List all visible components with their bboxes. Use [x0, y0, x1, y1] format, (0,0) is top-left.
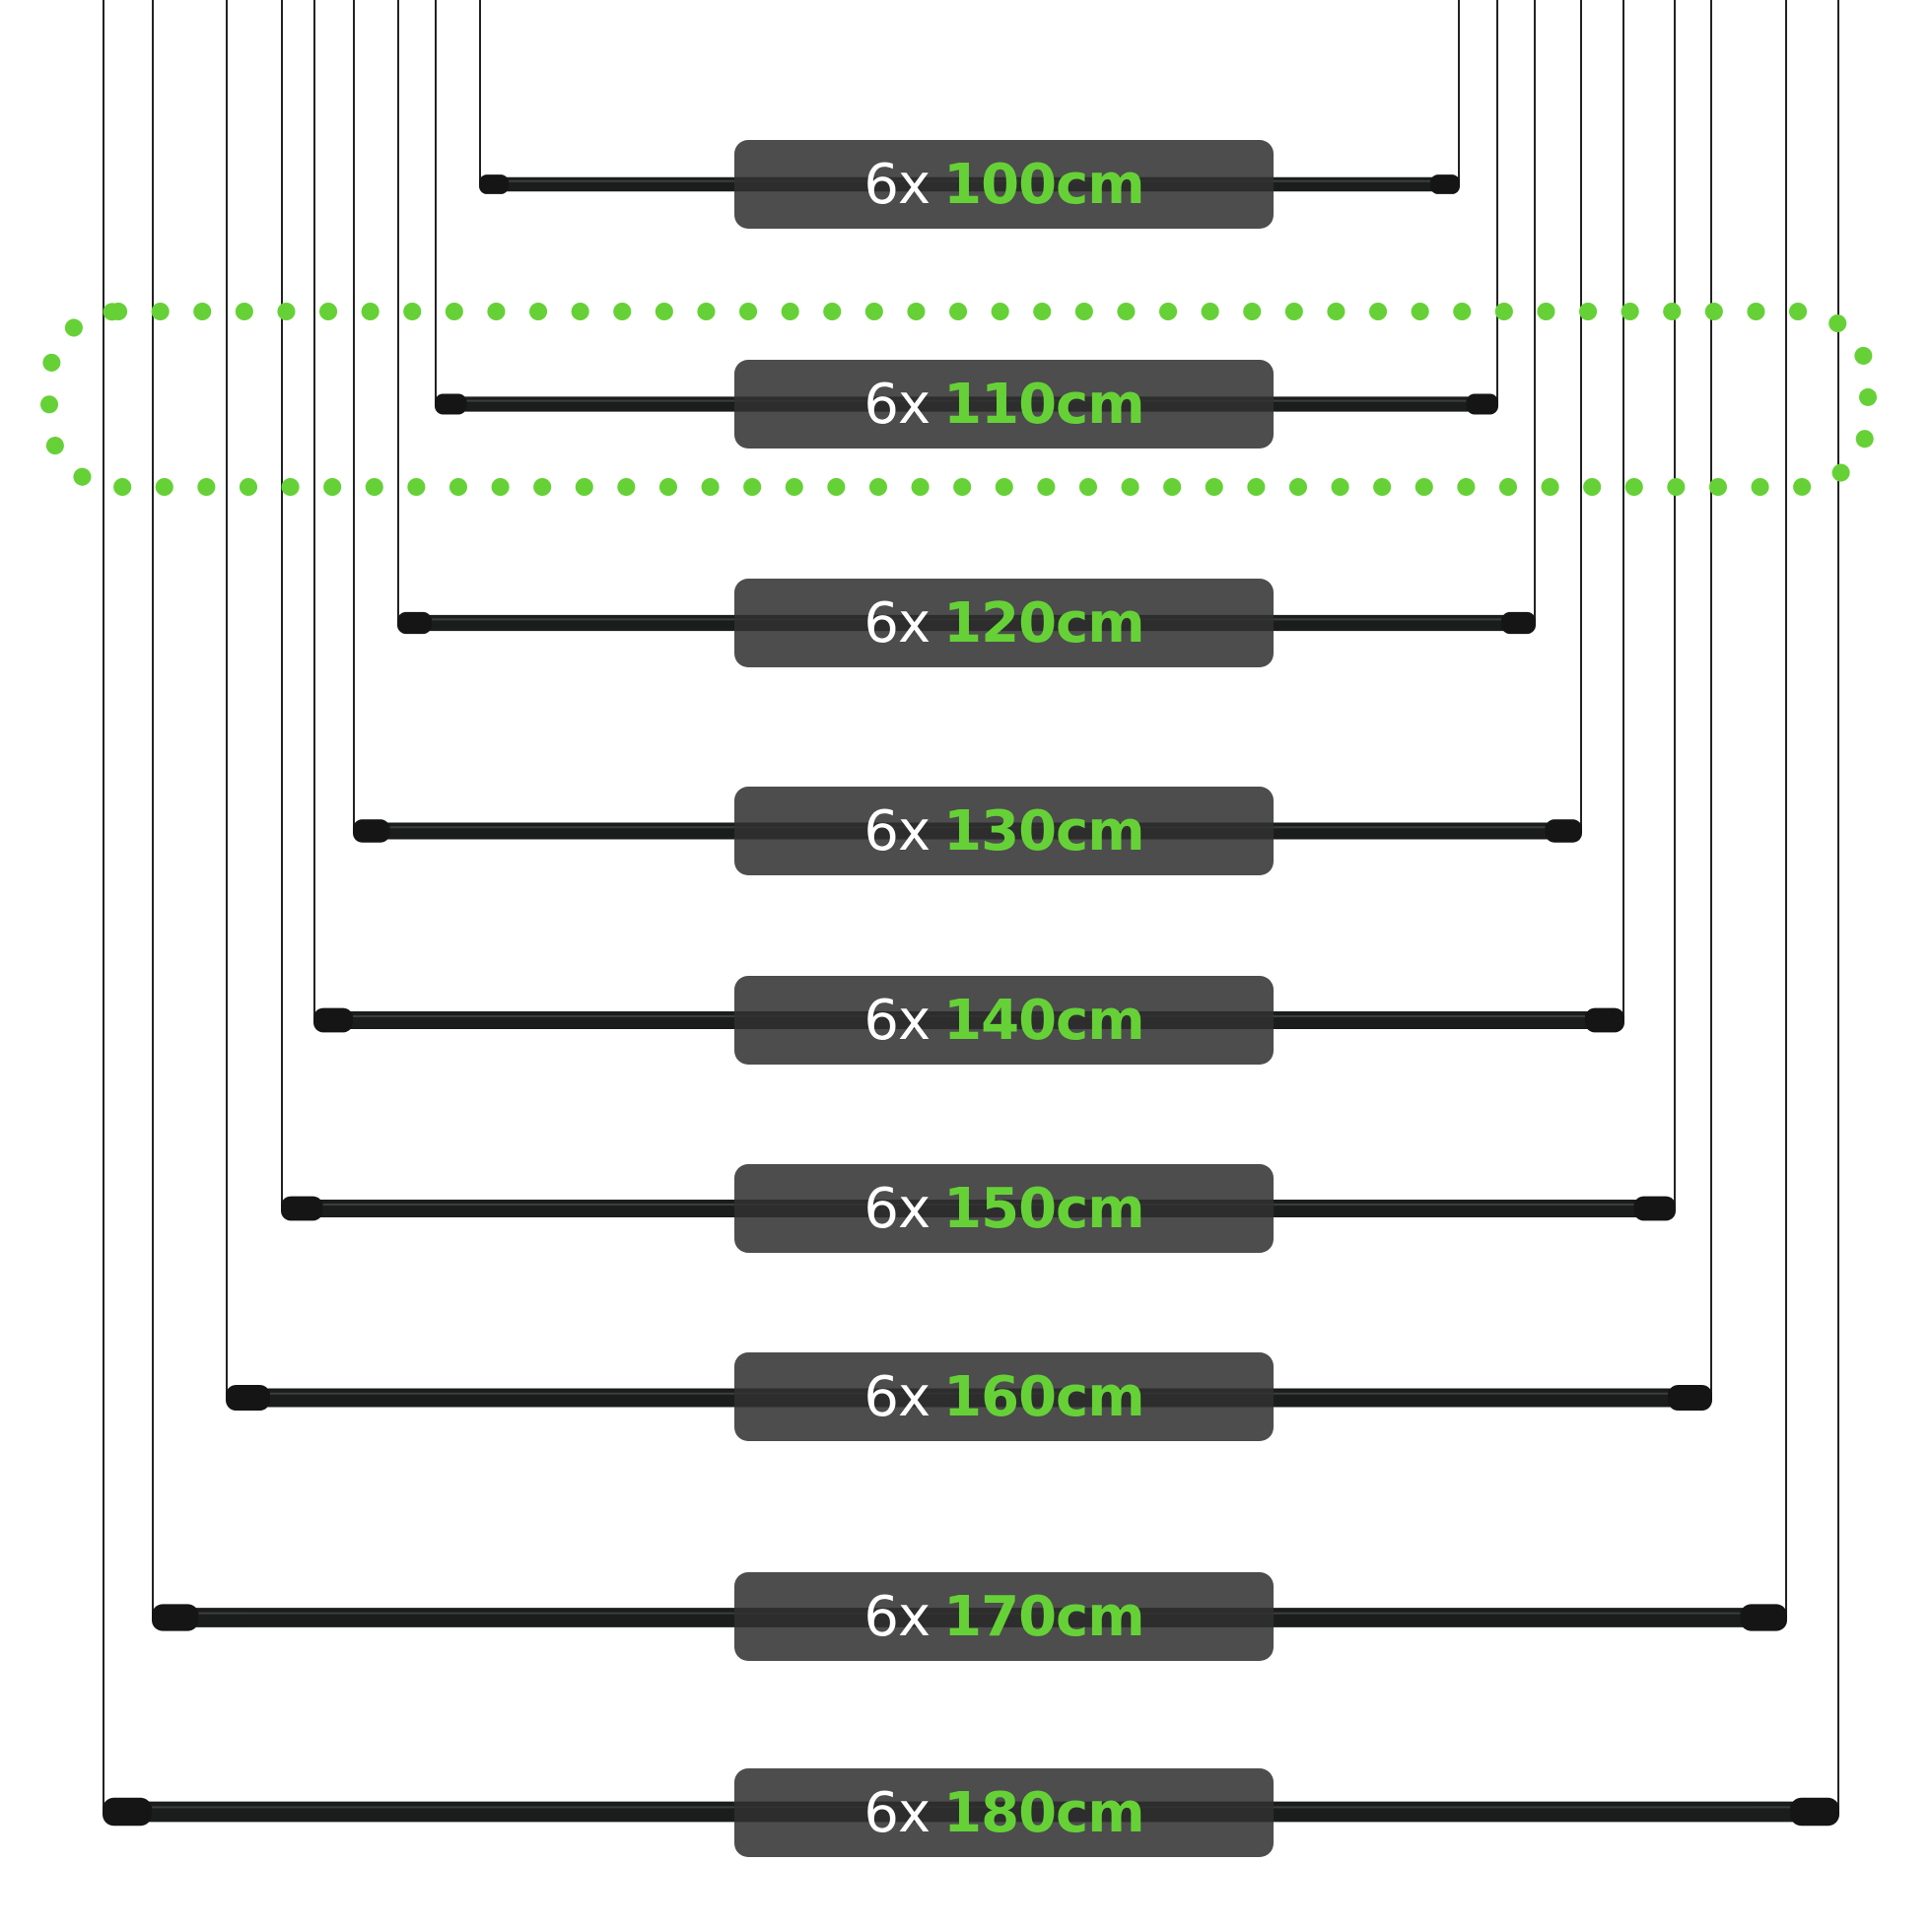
- quantity-text: 6x: [863, 1780, 931, 1845]
- rod-end-cap-right: [1466, 393, 1498, 415]
- rod-end-cap-right: [1430, 174, 1460, 194]
- rod-end-cap-left: [281, 1196, 323, 1221]
- rod-end-cap-left: [152, 1604, 199, 1631]
- quantity-text: 6x: [863, 152, 931, 217]
- rod-120cm: [397, 0, 1536, 635]
- length-text: 140cm: [943, 988, 1144, 1053]
- quantity-text: 6x: [863, 988, 931, 1053]
- rod-end-cap-left: [397, 611, 432, 635]
- quantity-text: 6x: [863, 1176, 931, 1241]
- quantity-text: 6x: [863, 372, 931, 437]
- quantity-text: 6x: [863, 798, 931, 863]
- rod-end-cap-left: [435, 393, 467, 415]
- rod-end-cap-right: [1633, 1196, 1676, 1221]
- rod-end-cap-right: [1501, 611, 1536, 635]
- rod-180cm: [103, 0, 1839, 1827]
- rod-140cm: [313, 0, 1624, 1033]
- quantity-text: 6x: [863, 1364, 931, 1429]
- rod-end-cap-right: [1545, 819, 1582, 843]
- rod-end-cap-left: [226, 1384, 270, 1412]
- rod-end-cap-left: [479, 174, 509, 194]
- length-text: 160cm: [943, 1364, 1144, 1429]
- length-text: 100cm: [943, 152, 1144, 217]
- length-text: 180cm: [943, 1780, 1144, 1845]
- length-text: 150cm: [943, 1176, 1144, 1241]
- length-text: 130cm: [943, 798, 1144, 863]
- rod-end-cap-left: [103, 1797, 152, 1827]
- rod-end-cap-left: [353, 819, 390, 843]
- rod-end-cap-left: [313, 1007, 353, 1033]
- quantity-text: 6x: [863, 590, 931, 656]
- rod-end-cap-right: [1668, 1384, 1712, 1412]
- quantity-text: 6x: [863, 1584, 931, 1649]
- rod-end-cap-right: [1740, 1604, 1787, 1631]
- length-text: 170cm: [943, 1584, 1144, 1649]
- highlight-dotted-outline: [40, 303, 1877, 496]
- length-text: 110cm: [943, 372, 1144, 437]
- length-text: 120cm: [943, 590, 1144, 656]
- rod-end-cap-right: [1790, 1797, 1839, 1827]
- rod-end-cap-right: [1585, 1007, 1624, 1033]
